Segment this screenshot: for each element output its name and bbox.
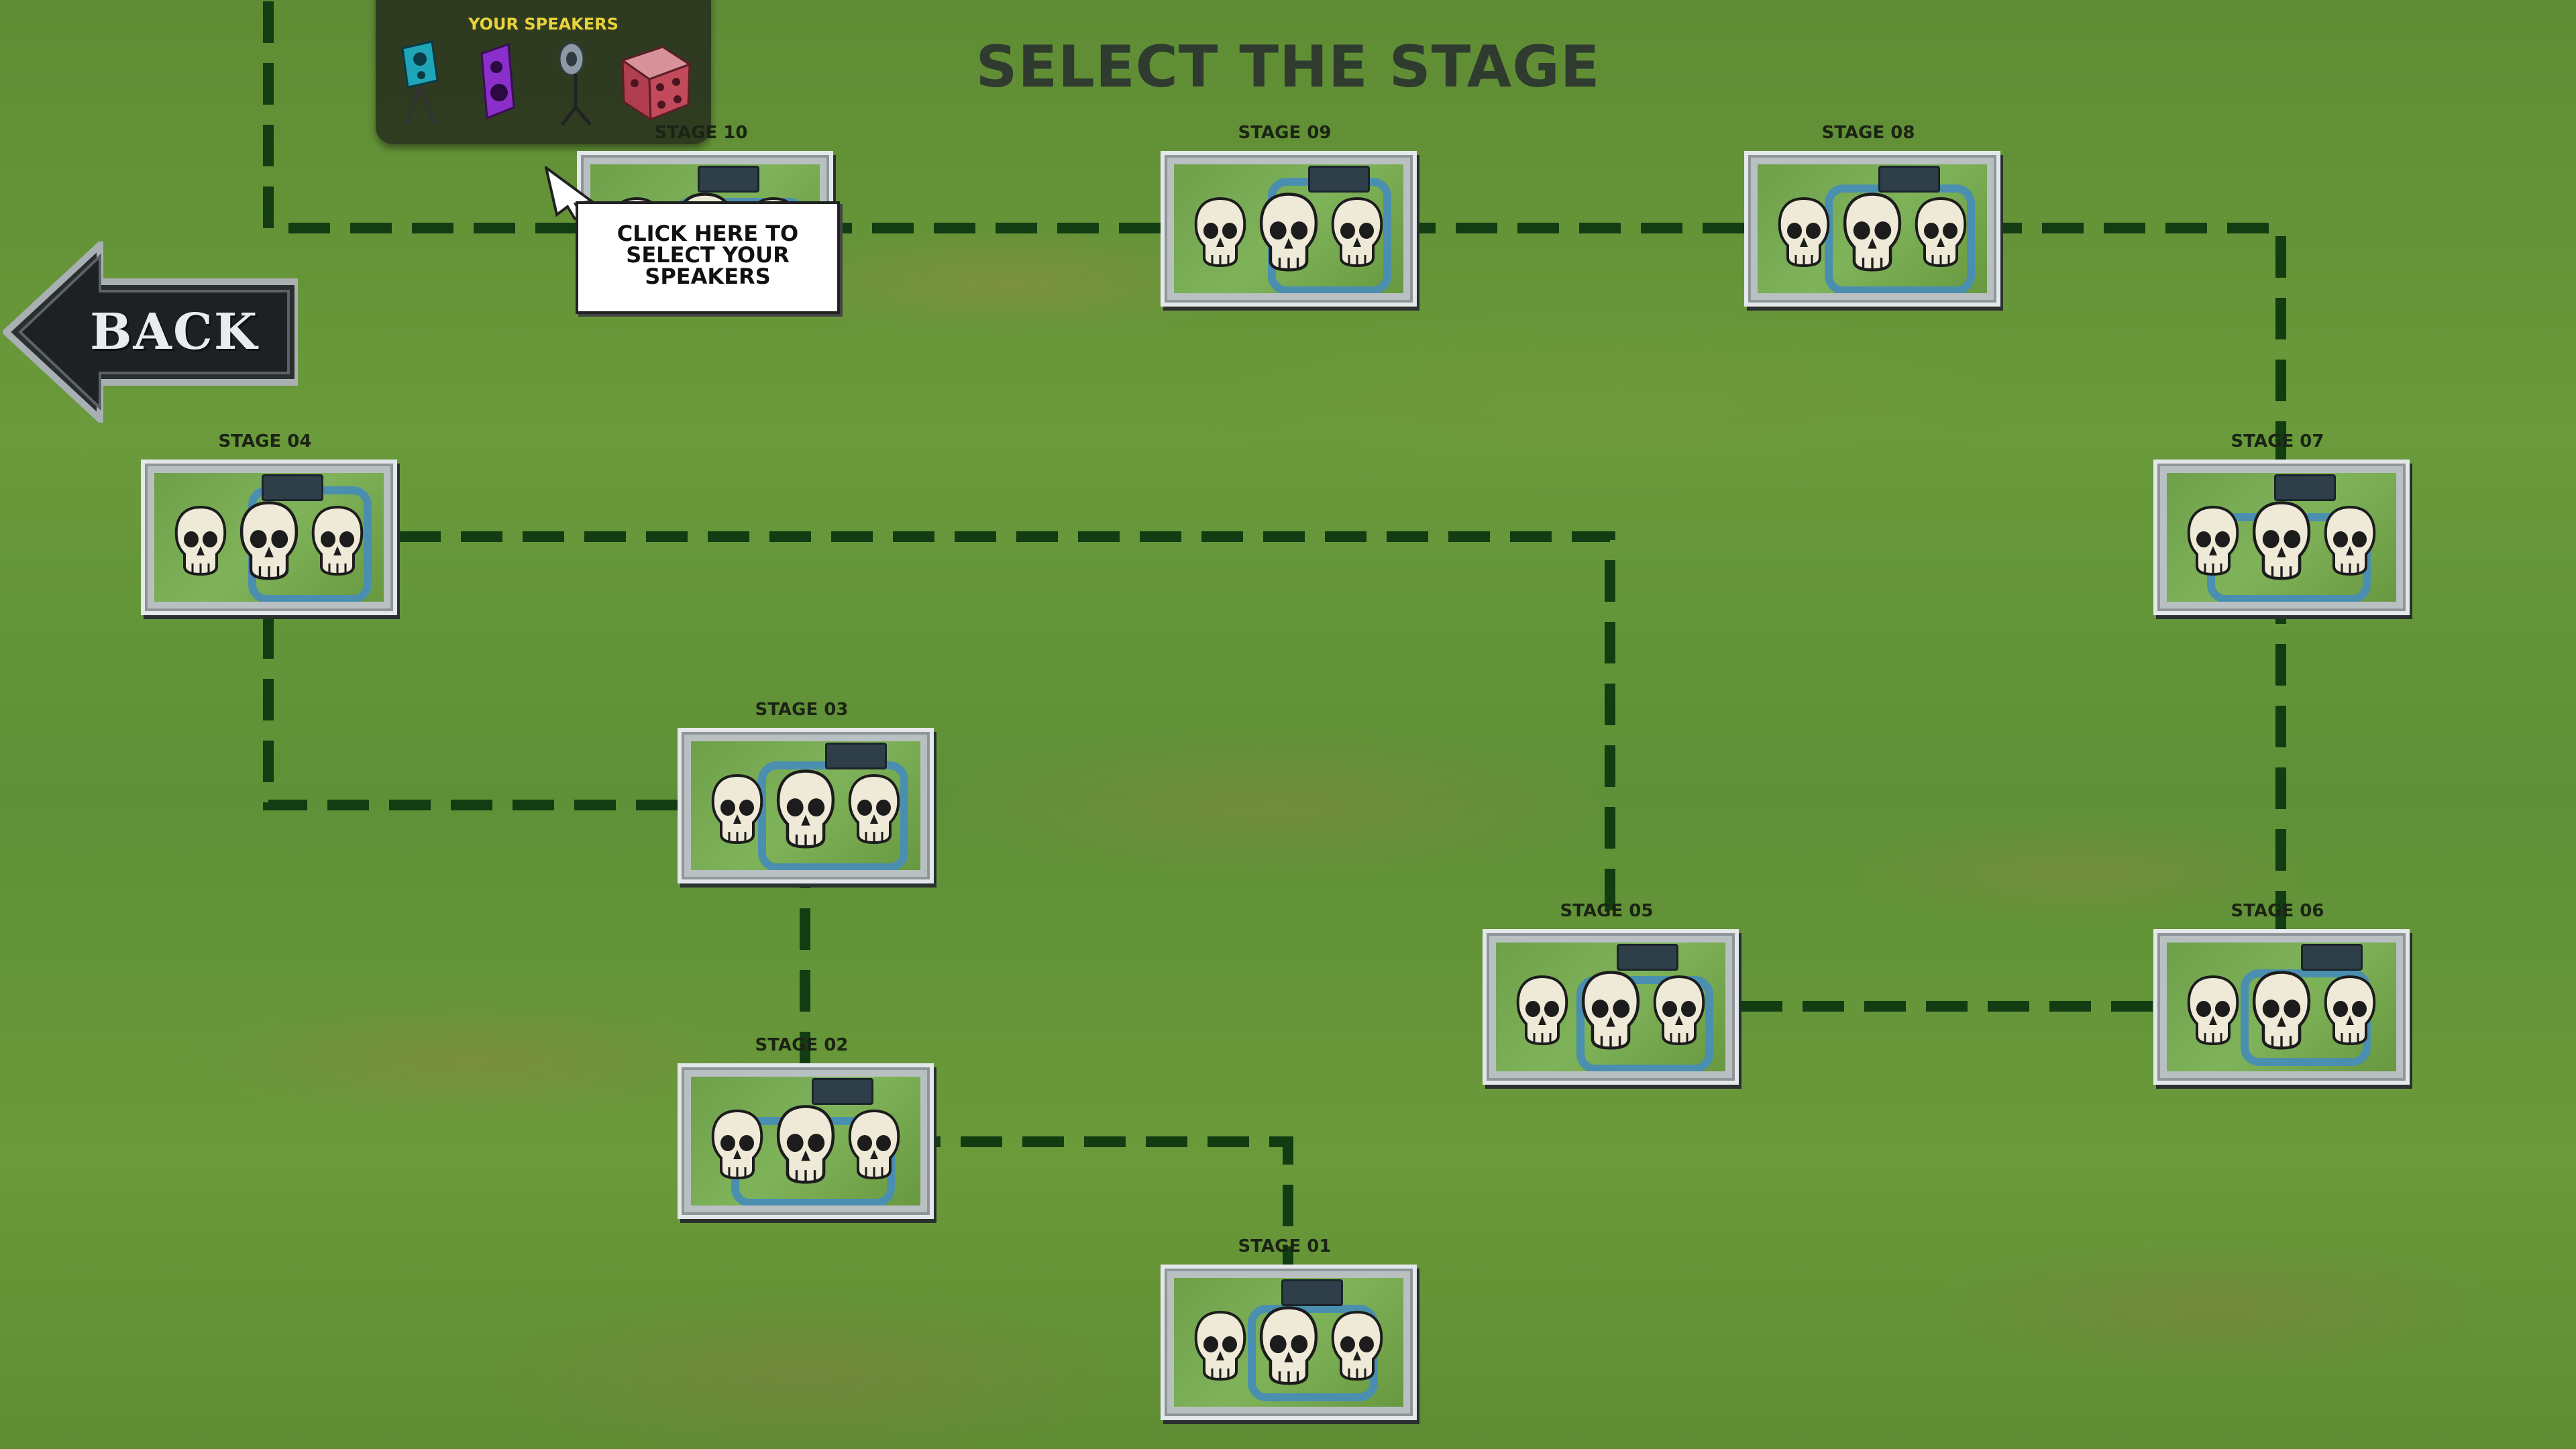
skull-icon	[2187, 505, 2239, 576]
stage-map-thumbnail	[1496, 943, 1725, 1071]
skull-icon	[1915, 197, 1967, 268]
skull-row	[1496, 969, 1725, 1053]
stage-02-label: STAGE 02	[755, 1035, 849, 1055]
machine-icon	[825, 743, 887, 769]
skull-icon	[2252, 501, 2311, 580]
skull-row	[154, 500, 384, 583]
stage-map-thumbnail	[2167, 943, 2396, 1071]
machine-icon	[2301, 944, 2363, 971]
skull-icon	[711, 773, 763, 845]
machine-icon	[1281, 1279, 1343, 1306]
skull-row	[691, 1104, 920, 1187]
skull-icon	[239, 501, 299, 580]
teal-speaker-icon[interactable]	[393, 40, 447, 127]
machine-icon	[2274, 474, 2336, 501]
skull-icon	[2324, 975, 2376, 1046]
stage-02-button[interactable]	[678, 1063, 934, 1219]
machine-icon	[812, 1078, 873, 1105]
stage-map-thumbnail	[1174, 1278, 1403, 1407]
path-10-top	[263, 0, 577, 233]
stage-01-label: STAGE 01	[1238, 1236, 1332, 1256]
skull-icon	[174, 505, 227, 576]
stage-08-button[interactable]	[1744, 151, 2000, 307]
skull-icon	[2187, 975, 2239, 1046]
skull-icon	[776, 769, 835, 849]
machine-icon	[1308, 166, 1370, 193]
machine-icon	[1617, 944, 1678, 971]
skull-icon	[311, 505, 364, 576]
stage-08-label: STAGE 08	[1821, 123, 1915, 143]
skull-row	[1758, 191, 1987, 274]
stage-09-button[interactable]	[1161, 151, 1417, 307]
machine-icon	[698, 166, 759, 193]
path-3-4	[263, 617, 678, 810]
skull-icon	[1259, 1306, 1318, 1385]
stage-06-label: STAGE 06	[2231, 901, 2324, 921]
skull-row	[2167, 500, 2396, 583]
purple-speaker-icon[interactable]	[470, 40, 523, 127]
stage-09-label: STAGE 09	[1238, 123, 1332, 143]
stage-map-thumbnail	[691, 1077, 920, 1205]
skull-row	[1174, 191, 1403, 274]
skull-icon	[1843, 193, 1902, 272]
tooltip-line-1: CLICK HERE TO	[616, 221, 799, 246]
stage-07-button[interactable]	[2153, 460, 2410, 615]
pipe-track	[2241, 969, 2371, 1066]
skull-icon	[1331, 1310, 1383, 1381]
stage-03-label: STAGE 03	[755, 700, 849, 720]
skull-icon	[848, 1109, 900, 1180]
skull-icon	[1516, 975, 1568, 1046]
back-label: BACK	[90, 303, 259, 361]
back-button[interactable]: BACK	[1, 237, 301, 427]
stage-map-thumbnail	[691, 741, 920, 870]
skull-icon	[2252, 971, 2311, 1050]
path-1-2	[936, 1136, 1293, 1288]
tooltip-line-3: SPEAKERS	[645, 264, 771, 289]
skull-icon	[1331, 197, 1383, 268]
stage-map-thumbnail	[154, 473, 384, 602]
stage-03-button[interactable]	[678, 728, 934, 883]
stage-map-thumbnail	[1758, 164, 1987, 293]
skull-icon	[2324, 505, 2376, 576]
stage-05-label: STAGE 05	[1560, 901, 1654, 921]
skull-icon	[1194, 197, 1246, 268]
skull-icon	[1778, 197, 1830, 268]
back-arrow-icon	[1, 237, 301, 427]
skull-row	[2167, 969, 2396, 1053]
stage-06-button[interactable]	[2153, 929, 2410, 1085]
skull-icon	[711, 1109, 763, 1180]
skull-icon	[1259, 193, 1318, 272]
path-7-8	[2002, 223, 2286, 463]
skull-row	[1174, 1305, 1403, 1388]
stage-04-button[interactable]	[141, 460, 397, 615]
tooltip-text: CLICK HERE TO SELECT YOUR SPEAKERS	[585, 223, 830, 287]
speaker-panel-title: YOUR SPEAKERS	[468, 15, 619, 34]
skull-icon	[1653, 975, 1705, 1046]
skull-icon	[776, 1105, 835, 1184]
skull-icon	[1581, 971, 1640, 1050]
machine-icon	[1878, 166, 1940, 193]
select-speakers-tooltip: CLICK HERE TO SELECT YOUR SPEAKERS	[576, 201, 840, 314]
page-title: SELECT THE STAGE	[975, 34, 1601, 101]
stage-04-label: STAGE 04	[218, 431, 312, 451]
machine-icon	[262, 474, 323, 501]
red-cube-speaker-icon[interactable]	[616, 40, 696, 127]
path-4-5	[399, 531, 1615, 939]
horn-speaker-on-tripod-icon[interactable]	[549, 40, 602, 127]
stage-01-button[interactable]	[1161, 1265, 1417, 1420]
skull-icon	[1194, 1310, 1246, 1381]
your-speakers-panel[interactable]: YOUR SPEAKERS	[376, 0, 711, 144]
skull-icon	[848, 773, 900, 845]
stage-map-thumbnail	[1174, 164, 1403, 293]
stage-map-thumbnail	[2167, 473, 2396, 602]
skull-row	[691, 768, 920, 851]
tooltip-line-2: SELECT YOUR	[626, 242, 790, 268]
stage-05-button[interactable]	[1483, 929, 1739, 1085]
stage-07-label: STAGE 07	[2231, 431, 2324, 451]
stage-10-label: STAGE 10	[654, 123, 748, 143]
